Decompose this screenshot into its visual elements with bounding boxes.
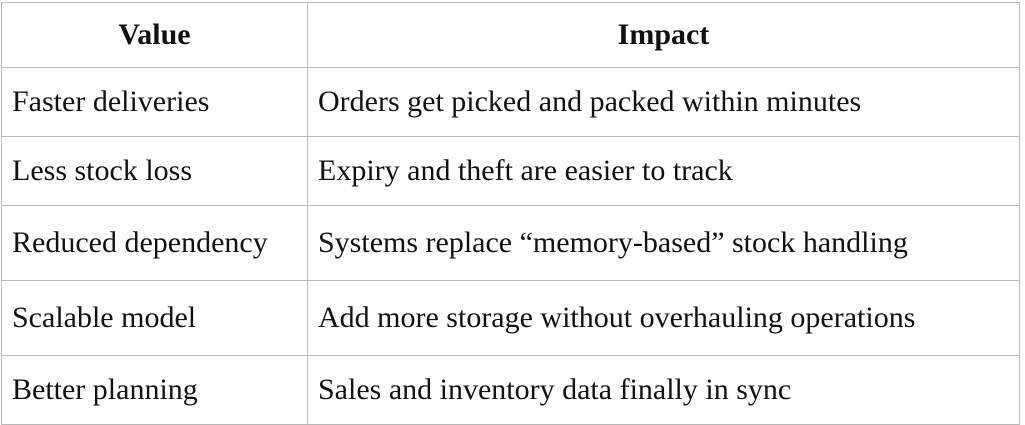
table-row: Less stock loss Expiry and theft are eas… xyxy=(1,136,1020,206)
value-cell: Faster deliveries xyxy=(1,67,308,137)
table-header: Value Impact xyxy=(1,2,1020,68)
column-header-impact: Impact xyxy=(307,2,1020,68)
table-row: Reduced dependency Systems replace “memo… xyxy=(1,205,1020,281)
value-cell: Reduced dependency xyxy=(1,205,308,281)
impact-cell: Add more storage without overhauling ope… xyxy=(307,280,1020,356)
impact-cell: Orders get picked and packed within minu… xyxy=(307,67,1020,137)
impact-cell: Systems replace “memory-based” stock han… xyxy=(307,205,1020,281)
table-row: Faster deliveries Orders get picked and … xyxy=(1,67,1020,137)
impact-cell: Expiry and theft are easier to track xyxy=(307,136,1020,206)
column-header-value: Value xyxy=(1,2,308,68)
table-row: Scalable model Add more storage without … xyxy=(1,280,1020,356)
value-cell: Better planning xyxy=(1,355,308,425)
impact-cell: Sales and inventory data finally in sync xyxy=(307,355,1020,425)
table-header-row: Value Impact xyxy=(1,2,1020,68)
value-cell: Less stock loss xyxy=(1,136,308,206)
table-body: Faster deliveries Orders get picked and … xyxy=(1,67,1020,425)
table-row: Better planning Sales and inventory data… xyxy=(1,355,1020,425)
value-cell: Scalable model xyxy=(1,280,308,356)
